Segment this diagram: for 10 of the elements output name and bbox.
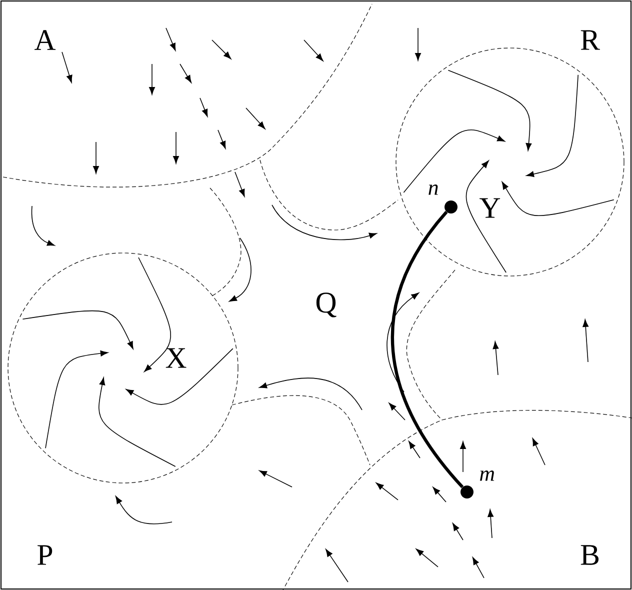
thick-curve [390, 211, 464, 488]
region-label: A [34, 30, 56, 50]
circle-label: X [166, 348, 186, 368]
region-label: R [580, 30, 600, 50]
region-label: Q [316, 292, 336, 318]
point-label: n [428, 184, 438, 195]
region-label: P [38, 545, 52, 565]
point-label: m [480, 470, 494, 481]
region-label: B [580, 545, 599, 565]
circle-label: Y [480, 198, 500, 218]
